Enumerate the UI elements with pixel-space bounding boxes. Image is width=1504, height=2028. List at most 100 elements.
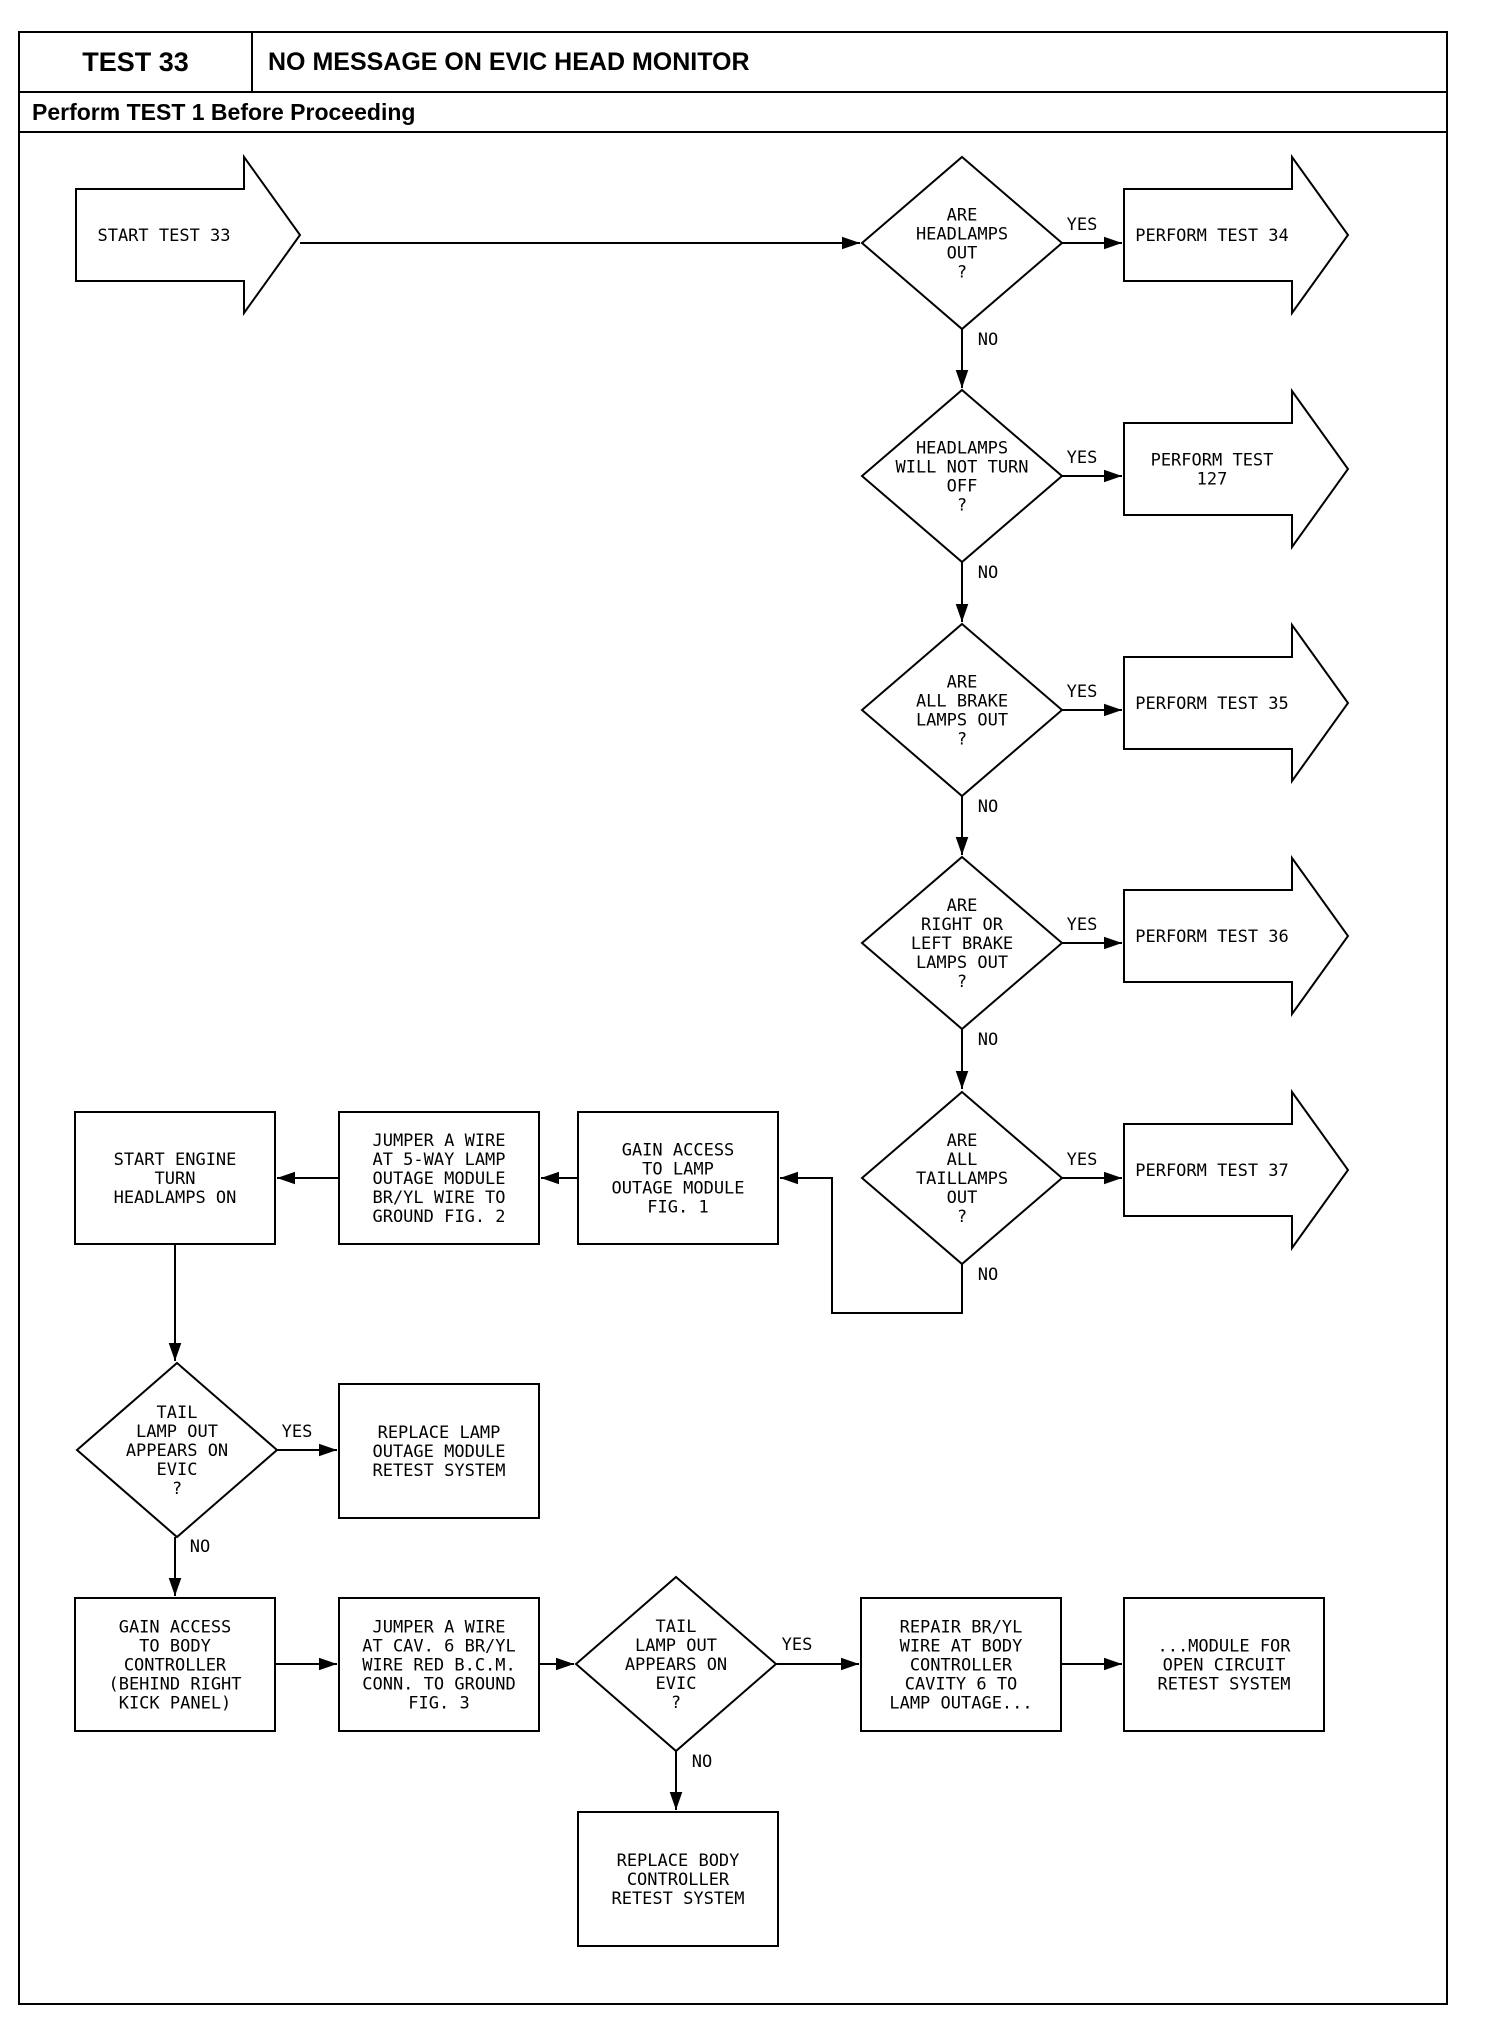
terminal-r1 <box>1123 153 1350 317</box>
node-text-start-engine: TURN <box>155 1169 196 1189</box>
node-text-q5: ? <box>957 1207 967 1227</box>
node-text-q6: EVIC <box>157 1460 198 1480</box>
no-label: NO <box>692 1752 712 1772</box>
no-label: NO <box>978 563 998 583</box>
node-text-q3: ARE <box>947 673 978 693</box>
node-text-q1: HEADLAMPS <box>916 225 1008 245</box>
terminal-r5 <box>1123 1088 1350 1252</box>
node-text-q6: TAIL <box>157 1403 198 1423</box>
node-text-jumper-body: FIG. 3 <box>408 1694 469 1714</box>
node-text-repair: WIRE AT BODY <box>900 1637 1023 1657</box>
flow-connector <box>780 1171 963 1314</box>
node-text-repair: CAVITY 6 TO <box>905 1675 1018 1695</box>
box-replace-body <box>577 1811 779 1947</box>
node-text-gain-body: CONTROLLER <box>124 1656 227 1676</box>
node-text-r1: PERFORM TEST 34 <box>1135 226 1289 246</box>
yes-label: YES <box>1067 915 1098 935</box>
test-title: NO MESSAGE ON EVIC HEAD MONITOR <box>268 48 750 76</box>
node-text-gain-lamp: FIG. 1 <box>647 1198 708 1218</box>
node-text-r2: 127 <box>1197 470 1228 490</box>
node-text-replace-body: RETEST SYSTEM <box>611 1889 744 1909</box>
yes-label: YES <box>782 1635 813 1655</box>
node-text-start-engine: HEADLAMPS ON <box>114 1188 237 1208</box>
node-text-repair: LAMP OUTAGE... <box>889 1694 1032 1714</box>
node-text-gain-body: (BEHIND RIGHT <box>108 1675 241 1695</box>
node-text-module-open: OPEN CIRCUIT <box>1163 1656 1286 1676</box>
test-chart-frame: TEST 33 NO MESSAGE ON EVIC HEAD MONITOR … <box>18 31 1448 2005</box>
node-text-replace-lamp: OUTAGE MODULE <box>372 1442 505 1462</box>
node-text-gain-body: KICK PANEL) <box>119 1694 232 1714</box>
node-text-q2: ? <box>957 496 967 516</box>
node-text-repair: CONTROLLER <box>910 1656 1013 1676</box>
decision-q6 <box>75 1361 279 1539</box>
node-text-q4: LEFT BRAKE <box>911 934 1013 954</box>
node-text-q7: LAMP OUT <box>635 1636 717 1656</box>
no-label: NO <box>190 1537 210 1557</box>
box-jumper-body <box>338 1597 540 1732</box>
box-gain-lamp <box>577 1111 779 1245</box>
box-module-open <box>1123 1597 1325 1732</box>
node-text-q4: RIGHT OR <box>921 915 1004 935</box>
node-text-q7: EVIC <box>656 1674 697 1694</box>
node-text-q2: OFF <box>947 477 978 497</box>
node-text-jumper-body: JUMPER A WIRE <box>372 1618 505 1638</box>
node-text-q4: ? <box>957 972 967 992</box>
node-text-start: START TEST 33 <box>97 226 230 246</box>
node-text-r3: PERFORM TEST 35 <box>1135 694 1289 714</box>
prerequisite-row: Perform TEST 1 Before Proceeding <box>20 93 1446 133</box>
node-text-q7: ? <box>671 1693 681 1713</box>
terminal-r2 <box>1123 387 1350 551</box>
terminal-r4 <box>1123 854 1350 1018</box>
node-text-gain-body: TO BODY <box>139 1637 211 1657</box>
test-number: TEST 33 <box>20 33 253 91</box>
node-text-repair: REPAIR BR/YL <box>900 1618 1023 1638</box>
node-text-jumper-lamp: OUTAGE MODULE <box>372 1169 505 1189</box>
node-text-replace-body: CONTROLLER <box>627 1870 730 1890</box>
node-text-q1: OUT <box>947 244 978 264</box>
no-label: NO <box>978 1265 998 1285</box>
box-repair <box>860 1597 1062 1732</box>
node-text-replace-lamp: RETEST SYSTEM <box>372 1461 505 1481</box>
node-text-gain-body: GAIN ACCESS <box>119 1618 232 1638</box>
node-text-jumper-body: AT CAV. 6 BR/YL <box>362 1637 516 1657</box>
no-label: NO <box>978 330 998 350</box>
node-text-q7: APPEARS ON <box>625 1655 727 1675</box>
no-label: NO <box>978 797 998 817</box>
yes-label: YES <box>1067 448 1098 468</box>
node-text-q4: LAMPS OUT <box>916 953 1008 973</box>
node-text-jumper-lamp: BR/YL WIRE TO <box>372 1188 505 1208</box>
header-row: TEST 33 NO MESSAGE ON EVIC HEAD MONITOR <box>20 33 1446 93</box>
node-text-replace-body: REPLACE BODY <box>617 1851 740 1871</box>
node-text-jumper-lamp: JUMPER A WIRE <box>372 1131 505 1151</box>
yes-label: YES <box>282 1422 313 1442</box>
node-text-r5: PERFORM TEST 37 <box>1135 1161 1289 1181</box>
terminal-r3 <box>1123 621 1350 785</box>
node-text-q5: OUT <box>947 1188 978 1208</box>
box-start-engine <box>74 1111 276 1245</box>
node-text-q5: ARE <box>947 1131 978 1151</box>
node-text-q1: ? <box>957 263 967 283</box>
node-text-q5: ALL <box>947 1150 978 1170</box>
node-text-module-open: RETEST SYSTEM <box>1157 1675 1290 1695</box>
node-text-jumper-body: CONN. TO GROUND <box>362 1675 516 1695</box>
node-text-q2: HEADLAMPS <box>916 439 1008 459</box>
node-text-gain-lamp: GAIN ACCESS <box>622 1141 735 1161</box>
terminal-start <box>75 153 302 317</box>
node-text-jumper-lamp: AT 5-WAY LAMP <box>372 1150 505 1170</box>
node-text-q3: ALL BRAKE <box>916 692 1008 712</box>
yes-label: YES <box>1067 1150 1098 1170</box>
node-text-q2: WILL NOT TURN <box>895 458 1028 478</box>
box-replace-lamp <box>338 1383 540 1519</box>
box-jumper-lamp <box>338 1111 540 1245</box>
node-text-q3: LAMPS OUT <box>916 711 1008 731</box>
node-text-start-engine: START ENGINE <box>114 1150 237 1170</box>
node-text-r2: PERFORM TEST <box>1151 451 1274 471</box>
node-text-r4: PERFORM TEST 36 <box>1135 927 1289 947</box>
node-text-q6: APPEARS ON <box>126 1441 228 1461</box>
node-text-q4: ARE <box>947 896 978 916</box>
yes-label: YES <box>1067 215 1098 235</box>
node-text-q6: LAMP OUT <box>136 1422 218 1442</box>
yes-label: YES <box>1067 682 1098 702</box>
node-text-q6: ? <box>172 1479 182 1499</box>
